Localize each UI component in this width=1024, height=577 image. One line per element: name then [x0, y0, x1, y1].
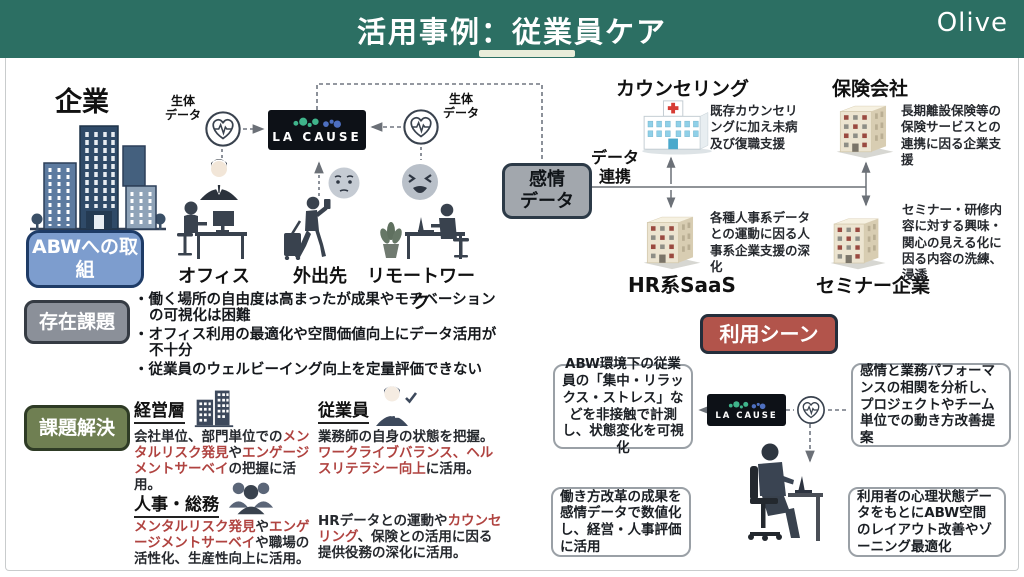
remote-worker-illustration [380, 203, 469, 259]
emotion-data-label: 感情 データ [520, 169, 574, 212]
management-desc: 会社単位、部門単位でのメンタルリスク発見やエンゲージメントサーベイの把握に活用。 [134, 429, 310, 493]
employee-desc: 業務師の自身の状態を把握。ワークライブバランス、ヘルスリテラシー向上に活用。 [318, 429, 494, 477]
counseling-desc: 既存カウンセリングに加え未病及び復職支援 [710, 103, 798, 151]
abw-badge-label: ABWへの取組 [31, 236, 139, 281]
hr-data-desc: HRデータとの運動やカウンセリング、保険との活用に因る提供役務の深化に活用。 [318, 513, 502, 561]
abw-badge: ABWへの取組 [26, 230, 144, 288]
management-heading: 経営層 [134, 396, 185, 424]
location-remote-label: リモートワーク [367, 266, 475, 313]
lacause-logo-dots [286, 116, 348, 129]
usage-lacause-label: LA CAUSE [715, 410, 778, 421]
issue-bullet-1: ・働く場所の自由度は高まったが成果やモチベーションの可視化は困難 [134, 292, 496, 324]
usage-lacause-device: LA CAUSE [707, 394, 786, 426]
employee-person-icon [376, 386, 418, 426]
issue-bullet-3: ・従業員のウェルビーイング向上を定量評価できない [134, 361, 482, 378]
employee-heading: 従業員 [318, 396, 369, 424]
desk-worker-illustration [748, 443, 823, 541]
employee-heading-text: 従業員 [318, 396, 369, 424]
bio-data-label-right: 生体 データ [442, 92, 479, 120]
hrsaas-heading: HR系SaaS [628, 273, 736, 297]
hrsaas-building-icon [640, 206, 704, 272]
hr-admin-heading: 人事・総務 [134, 490, 219, 518]
solutions-badge-label: 課題解決 [38, 416, 115, 439]
management-heading-text: 経営層 [134, 396, 185, 424]
hr-admin-heading-text: 人事・総務 [134, 490, 219, 518]
usage-box-measure: ABW環境下の従業員の「集中・リラックス・ストレス」などを非接触で計測し、状態変… [553, 356, 693, 456]
lacause-label: LA CAUSE [272, 130, 362, 144]
bio-data-label-left: 生体 データ [164, 94, 201, 122]
worried-face-icon [328, 167, 360, 199]
solutions-badge: 課題解決 [24, 405, 130, 451]
usage-box-layout: 利用者の心理状態データをもとにABW空間のレイアウト改善やゾーニング最適化 [848, 487, 1006, 557]
usage-heart-pulse-icon [796, 395, 826, 425]
location-office-label: オフィス [178, 266, 250, 287]
insurance-building-icon [833, 95, 897, 161]
usage-box-workstyle: 働き方改革の成果を感情データで数値化し、経営・人事評価に活用 [551, 487, 691, 557]
company-buildings-illustration [30, 125, 166, 231]
usage-box-analyze: 感情と業務パフォーマンスの相関を分析し、プロジェクトやチーム単位での動き方改善提… [851, 363, 1011, 447]
counseling-heading: カウンセリング [616, 78, 750, 100]
seminar-building-icon [827, 208, 889, 272]
heart-pulse-icon-left [204, 110, 242, 148]
insurance-heading: 保険会社 [832, 78, 909, 100]
seminar-heading: セミナー企業 [816, 275, 931, 297]
hospital-icon [642, 100, 712, 155]
location-out-label: 外出先 [293, 266, 347, 287]
seminar-desc: セミナー・研修内容に対する興味・関心の見える化に因る内容の洗練、浸透 [902, 202, 1003, 282]
traveler-illustration [284, 196, 331, 260]
office-worker-illustration [177, 201, 247, 259]
issues-badge: 存在課題 [24, 300, 130, 344]
heart-pulse-icon-right [402, 108, 440, 146]
usage-badge-label: 利用シーン [719, 322, 819, 346]
company-title-text: 企業 [55, 87, 109, 118]
page-title: 活用事例：従業員ケア [356, 15, 667, 49]
brand-logo: Olive [936, 8, 1008, 38]
lacause-device: LA CAUSE [268, 110, 366, 150]
company-title: 企業 [55, 80, 109, 119]
hr-admin-desc: メンタルリスク発見やエンゲージメントサーベイや職場の活性化、生産性向上に活用。 [134, 519, 310, 567]
emotion-data-badge: 感情 データ [502, 163, 592, 219]
hrsaas-desc: 各種人事系データとの運動に因る人事系企業支援の深化 [710, 210, 811, 274]
businessman-avatar [200, 159, 238, 200]
usage-badge: 利用シーン [700, 314, 838, 354]
insurance-desc: 長期離設保険等の保険サービスとの連携に因る企業支援 [901, 103, 1002, 167]
issues-badge-label: 存在課題 [38, 310, 115, 333]
header-bar: 活用事例：従業員ケア Olive [0, 0, 1024, 58]
title-underline [479, 50, 575, 57]
usage-lacause-logo-dots [723, 400, 771, 410]
hr-admin-group-icon [228, 482, 274, 515]
management-building-icon [194, 390, 234, 428]
issue-bullet-2: ・オフィス利用の最適化や空間価値向上にデータ活用が不十分 [134, 326, 497, 359]
data-link-label: データ 連携 [590, 148, 639, 187]
issues-list: ・働く場所の自由度は高まったが成果やモチベーションの可視化は困難 ・オフィス利用… [134, 292, 508, 382]
stressed-face-icon [402, 164, 438, 200]
